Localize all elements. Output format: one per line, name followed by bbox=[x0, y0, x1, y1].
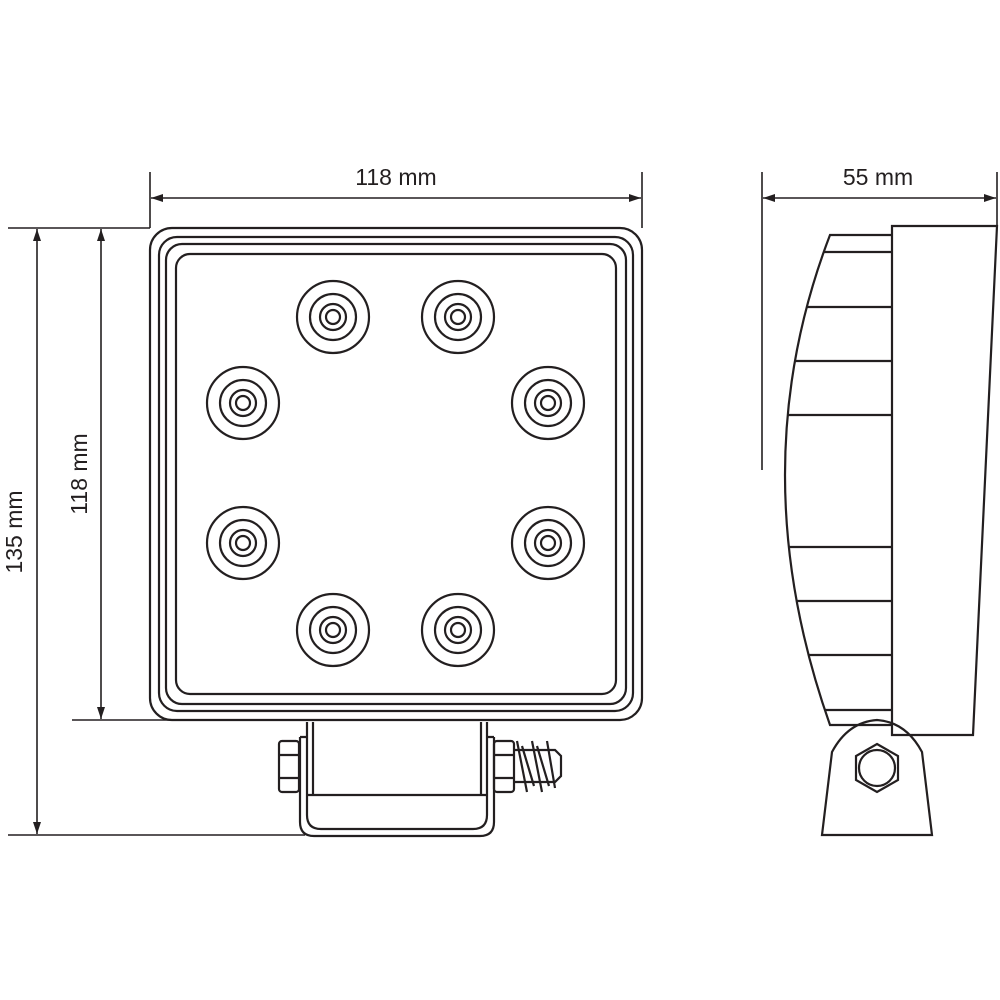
led bbox=[205, 505, 281, 581]
hex-bolt-head bbox=[854, 742, 900, 794]
side-mounting-bracket bbox=[820, 718, 934, 837]
led bbox=[420, 592, 496, 668]
hex-nut-right bbox=[492, 739, 516, 794]
front-view-housing bbox=[148, 226, 644, 722]
side-depth-label: 55 mm bbox=[843, 164, 913, 190]
led-array bbox=[205, 279, 586, 668]
led bbox=[420, 279, 496, 355]
led bbox=[295, 279, 371, 355]
threaded-bolt bbox=[514, 740, 563, 793]
dimension-side-depth: 55 mm bbox=[761, 164, 998, 470]
side-lens bbox=[783, 233, 892, 727]
front-mounting-bracket bbox=[277, 722, 563, 838]
dimension-front-width: 118 mm bbox=[149, 164, 643, 228]
front-width-label: 118 mm bbox=[355, 164, 436, 190]
side-housing bbox=[890, 224, 999, 737]
led bbox=[510, 505, 586, 581]
led bbox=[510, 365, 586, 441]
led bbox=[205, 365, 281, 441]
hex-nut-left bbox=[277, 739, 301, 794]
side-cooling-fins bbox=[788, 250, 892, 712]
dimension-total-height: 135 mm bbox=[1, 227, 305, 836]
housing-height-label: 118 mm bbox=[66, 433, 92, 514]
total-height-label: 135 mm bbox=[1, 490, 27, 573]
led bbox=[295, 592, 371, 668]
dimension-housing-height: 118 mm bbox=[66, 229, 300, 721]
side-view bbox=[783, 224, 999, 837]
